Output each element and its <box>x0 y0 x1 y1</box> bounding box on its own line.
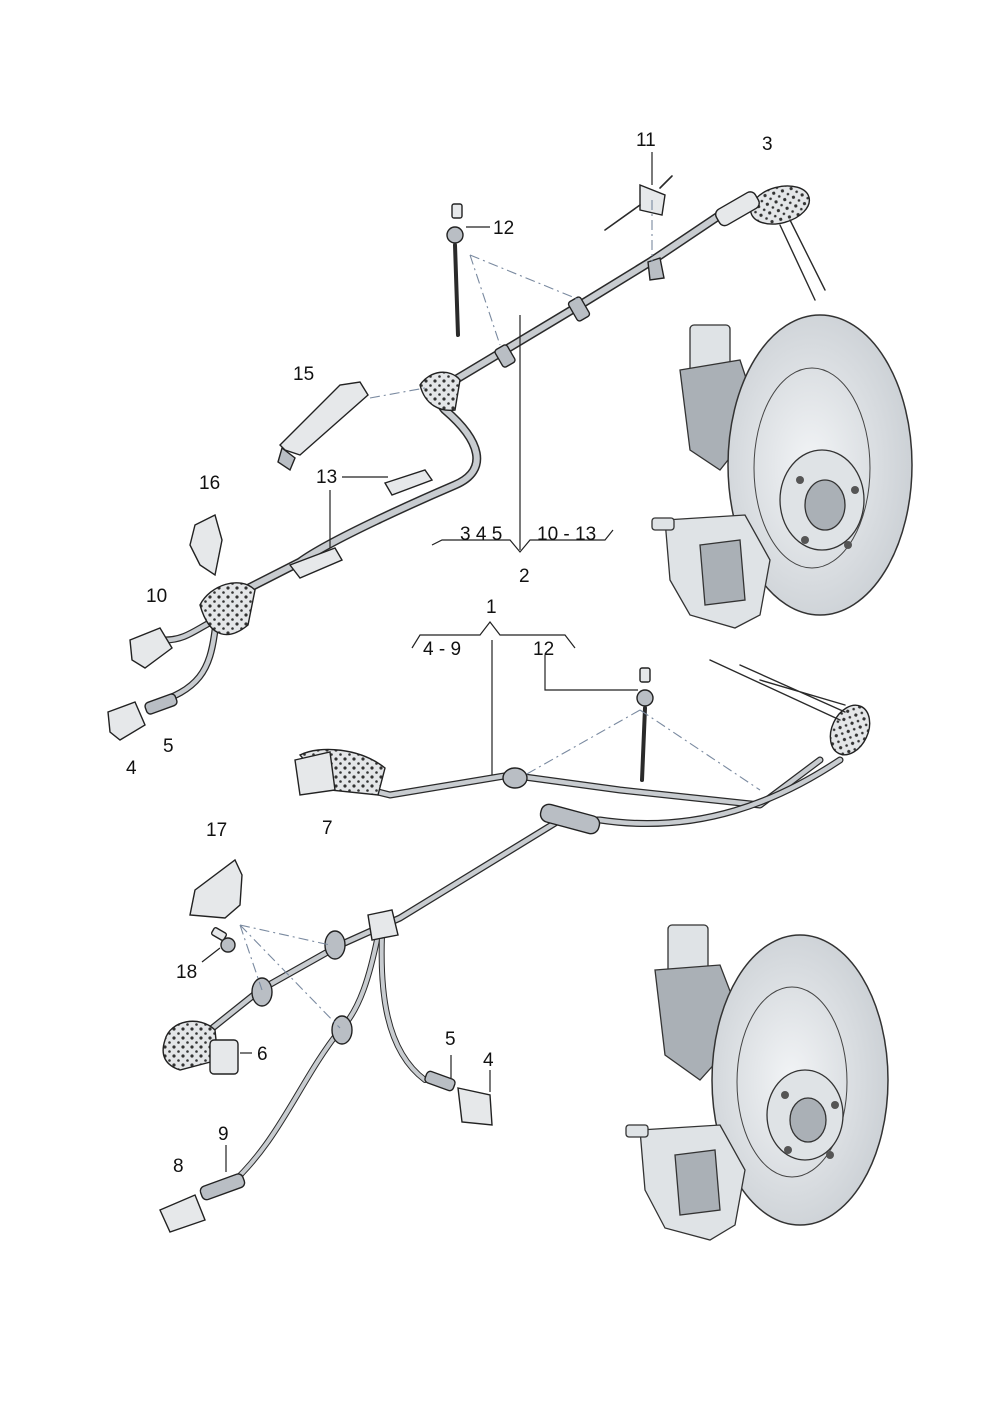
callout-2: 2 <box>519 566 530 587</box>
cable-tie-12-top <box>446 203 464 337</box>
bracket-16 <box>189 513 223 577</box>
junction-grommet <box>199 582 256 636</box>
connector-4-top <box>107 701 146 741</box>
harness-junction <box>367 909 399 941</box>
grommet <box>502 767 528 789</box>
sleeve-5-bottom <box>424 1070 456 1092</box>
callout-16: 16 <box>199 473 220 494</box>
callout-10-top: 10 <box>146 586 167 607</box>
grommet <box>331 1015 353 1045</box>
callout-18: 18 <box>176 962 197 983</box>
callout-17: 17 <box>206 820 227 841</box>
callout-4-bottom: 4 <box>483 1050 494 1071</box>
upper-harness-assembly <box>107 175 826 741</box>
grommet <box>419 371 461 412</box>
callout-11: 11 <box>636 130 656 151</box>
sleeve-5-top <box>144 693 178 715</box>
connector-7 <box>294 751 336 796</box>
callout-5-top: 5 <box>163 736 174 757</box>
connector-10 <box>129 627 173 669</box>
lower-harness-assembly <box>159 659 871 1233</box>
group-label-1-left: 4 - 9 <box>423 639 461 660</box>
sleeve <box>539 803 601 835</box>
group-label-2-right: 10 - 13 <box>537 524 596 545</box>
callout-4-top: 4 <box>126 758 137 779</box>
grommet <box>251 977 273 1007</box>
callout-3-top: 3 <box>762 134 773 155</box>
sensor-grommet <box>829 704 871 756</box>
front-brake-illustration-bottom <box>625 924 889 1241</box>
callout-6: 6 <box>257 1044 268 1065</box>
callout-1: 1 <box>486 597 497 618</box>
cover-15 <box>279 381 369 456</box>
speed-sensor-head-3 <box>714 185 826 301</box>
grommet <box>324 930 346 960</box>
callout-13: 13 <box>316 467 337 488</box>
group-label-2-left: 3 4 5 <box>460 524 502 545</box>
connector-8 <box>159 1194 206 1233</box>
callout-15: 15 <box>293 364 314 385</box>
bolt-18 <box>210 927 236 953</box>
front-brake-illustration-top <box>651 314 913 629</box>
cable-tie-12-bottom <box>636 667 654 782</box>
callout-5-bottom: 5 <box>445 1029 456 1050</box>
harness-clip <box>567 296 591 322</box>
holder-13 <box>288 469 434 579</box>
harness-clip <box>494 344 516 368</box>
callout-8: 8 <box>173 1156 184 1177</box>
connector-6 <box>209 1039 239 1075</box>
sleeve-9 <box>199 1173 246 1201</box>
callout-7: 7 <box>322 818 333 839</box>
callout-9: 9 <box>218 1124 229 1145</box>
connector-4-bottom <box>457 1087 493 1126</box>
callout-12-top: 12 <box>493 218 514 239</box>
callout-12-bottom: 12 <box>533 639 554 660</box>
bracket-17 <box>189 858 243 919</box>
